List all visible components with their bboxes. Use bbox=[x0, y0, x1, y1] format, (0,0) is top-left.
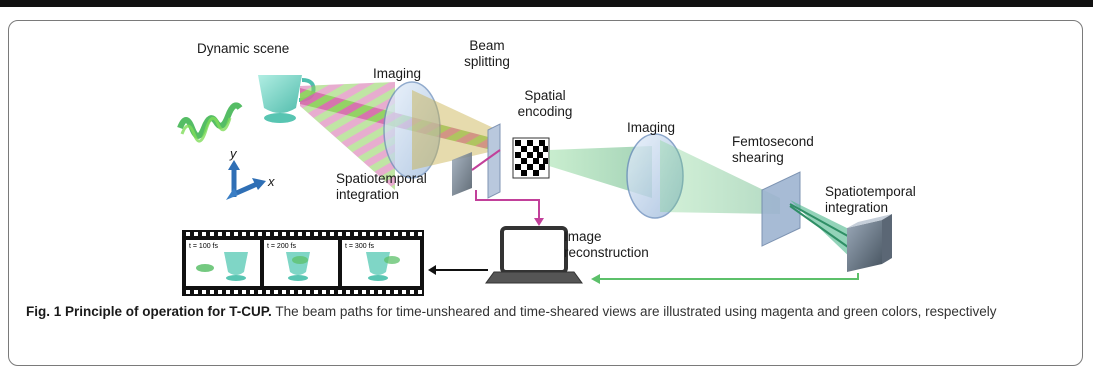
caption-label: Fig. 1 bbox=[26, 304, 62, 319]
caption-text: The beam paths for time-unsheared and ti… bbox=[271, 304, 997, 319]
label-spatiotemporal-left-line2: integration bbox=[336, 187, 400, 202]
spatial-encoding-mask bbox=[512, 137, 550, 179]
label-spatiotemporal-integration-right: Spatiotemporal integration bbox=[825, 184, 916, 216]
axis-y-label: y bbox=[229, 146, 238, 161]
figure-frame bbox=[8, 20, 1083, 366]
axis-triad bbox=[226, 160, 266, 200]
imaging-lens-1 bbox=[383, 81, 441, 179]
label-beam-splitting: Beam splitting bbox=[452, 38, 522, 70]
label-imaging-1: Imaging bbox=[373, 66, 422, 81]
camera-unsheared bbox=[452, 152, 472, 196]
caption-title: Principle of operation for T-CUP. bbox=[65, 304, 272, 319]
top-rule bbox=[0, 0, 1093, 7]
sheared-data-arrow bbox=[600, 273, 859, 280]
wave-packet-icon bbox=[177, 102, 243, 143]
film-strip: t = 100 fs t = 200 fs t = 300 fs bbox=[182, 230, 424, 296]
film-frame-2: t = 200 fs bbox=[264, 240, 338, 286]
label-femtosecond-shearing: Femtosecond shearing bbox=[732, 134, 814, 166]
label-spatiotemporal-right-line2: integration bbox=[825, 200, 889, 215]
label-imaging-2: Imaging bbox=[627, 120, 676, 135]
camera-sheared bbox=[847, 214, 892, 272]
unsheared-data-arrow bbox=[475, 190, 540, 220]
label-spatial-encoding: Spatial encoding bbox=[510, 88, 580, 120]
label-spatiotemporal-left-line1: Spatiotemporal bbox=[336, 171, 427, 186]
laptop-icon bbox=[485, 226, 583, 284]
film-frame-1: t = 100 fs bbox=[186, 240, 260, 286]
label-image-reconstruction-line2: reconstruction bbox=[564, 245, 649, 260]
film-frame-3: t = 300 fs bbox=[342, 240, 420, 286]
axis-x-label: x bbox=[267, 174, 275, 189]
label-beam-splitting-line1: Beam bbox=[469, 38, 505, 53]
label-spatiotemporal-right-line1: Spatiotemporal bbox=[825, 184, 916, 199]
label-image-reconstruction-line1: Image bbox=[564, 229, 602, 244]
shearing-plate bbox=[761, 171, 801, 247]
label-image-reconstruction: Image reconstruction bbox=[564, 229, 649, 261]
label-spatiotemporal-integration-left: Spatiotemporal integration bbox=[336, 171, 427, 203]
sheared-beam bbox=[549, 146, 652, 198]
beam-splitter bbox=[487, 123, 501, 199]
figure-caption: Fig. 1 Principle of operation for T-CUP.… bbox=[26, 302, 1071, 322]
label-dynamic-scene: Dynamic scene bbox=[197, 41, 290, 56]
label-femtosecond-shearing-line2: shearing bbox=[732, 150, 784, 165]
label-beam-splitting-line2: splitting bbox=[464, 54, 510, 69]
film-frame-label: t = 200 fs bbox=[267, 243, 296, 250]
label-spatial-encoding-line1: Spatial bbox=[524, 88, 566, 103]
film-frame-label: t = 300 fs bbox=[345, 243, 374, 250]
label-femtosecond-shearing-line1: Femtosecond bbox=[732, 134, 814, 149]
film-frame-label: t = 100 fs bbox=[189, 243, 218, 250]
label-spatial-encoding-line2: encoding bbox=[517, 104, 573, 119]
